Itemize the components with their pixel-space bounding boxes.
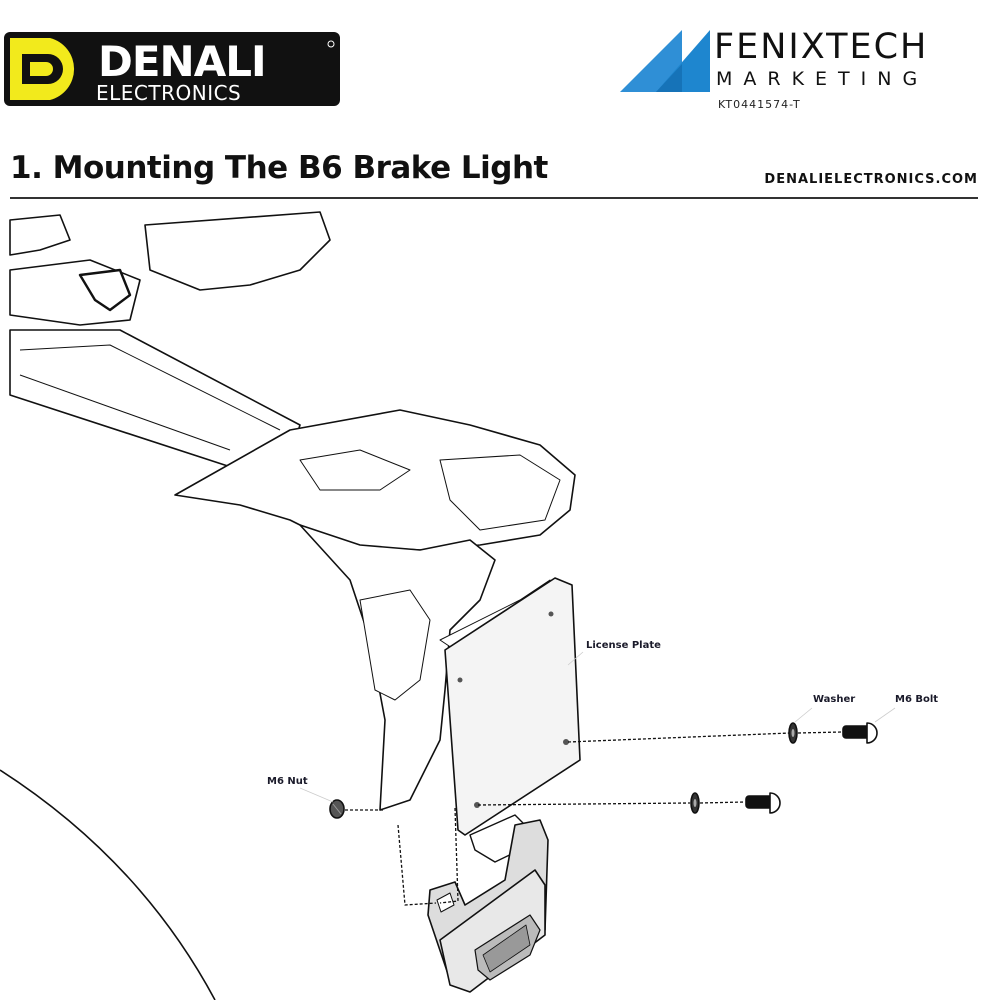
fenixtech-marketing-logo: FENIXTECH MARKETING KT0441574-T — [620, 26, 980, 116]
washer-top — [788, 722, 798, 744]
callout-m6-nut: M6 Nut — [267, 776, 308, 787]
motorcycle-tail-section — [9, 211, 576, 811]
license-plate-outline — [444, 577, 581, 836]
m6-bolt-top — [842, 722, 878, 744]
section-title: 1. Mounting The B6 Brake Light — [10, 150, 548, 186]
document-code: KT0441574-T — [718, 98, 801, 111]
title-divider — [10, 197, 978, 199]
website-url: DENALIELECTRONICS.COM — [764, 172, 978, 187]
fenixtech-wordmark: FENIXTECH — [714, 27, 929, 67]
b6-brake-light — [427, 819, 549, 993]
washer-bottom — [690, 792, 700, 814]
rear-wheel-outline — [0, 769, 216, 1000]
marketing-wordmark: MARKETING — [716, 68, 929, 90]
m6-nut — [329, 799, 345, 819]
callout-license-plate: License Plate — [586, 640, 661, 651]
callout-leaders — [299, 651, 896, 803]
denali-d-mark — [10, 38, 75, 100]
fenixtech-mountain-icon — [620, 30, 710, 92]
denali-electronics-logo: DENALI ELECTRONICS — [4, 32, 340, 106]
callout-m6-bolt: M6 Bolt — [895, 694, 939, 705]
m6-bolt-bottom — [745, 792, 781, 814]
callout-washer: Washer — [813, 694, 856, 705]
electronics-wordmark: ELECTRONICS — [96, 81, 241, 105]
mounting-diagram: License Plate Washer M6 Bolt M6 Nut — [0, 200, 1000, 1000]
denali-wordmark: DENALI — [98, 37, 266, 86]
assembly-guide-lines — [345, 731, 843, 906]
